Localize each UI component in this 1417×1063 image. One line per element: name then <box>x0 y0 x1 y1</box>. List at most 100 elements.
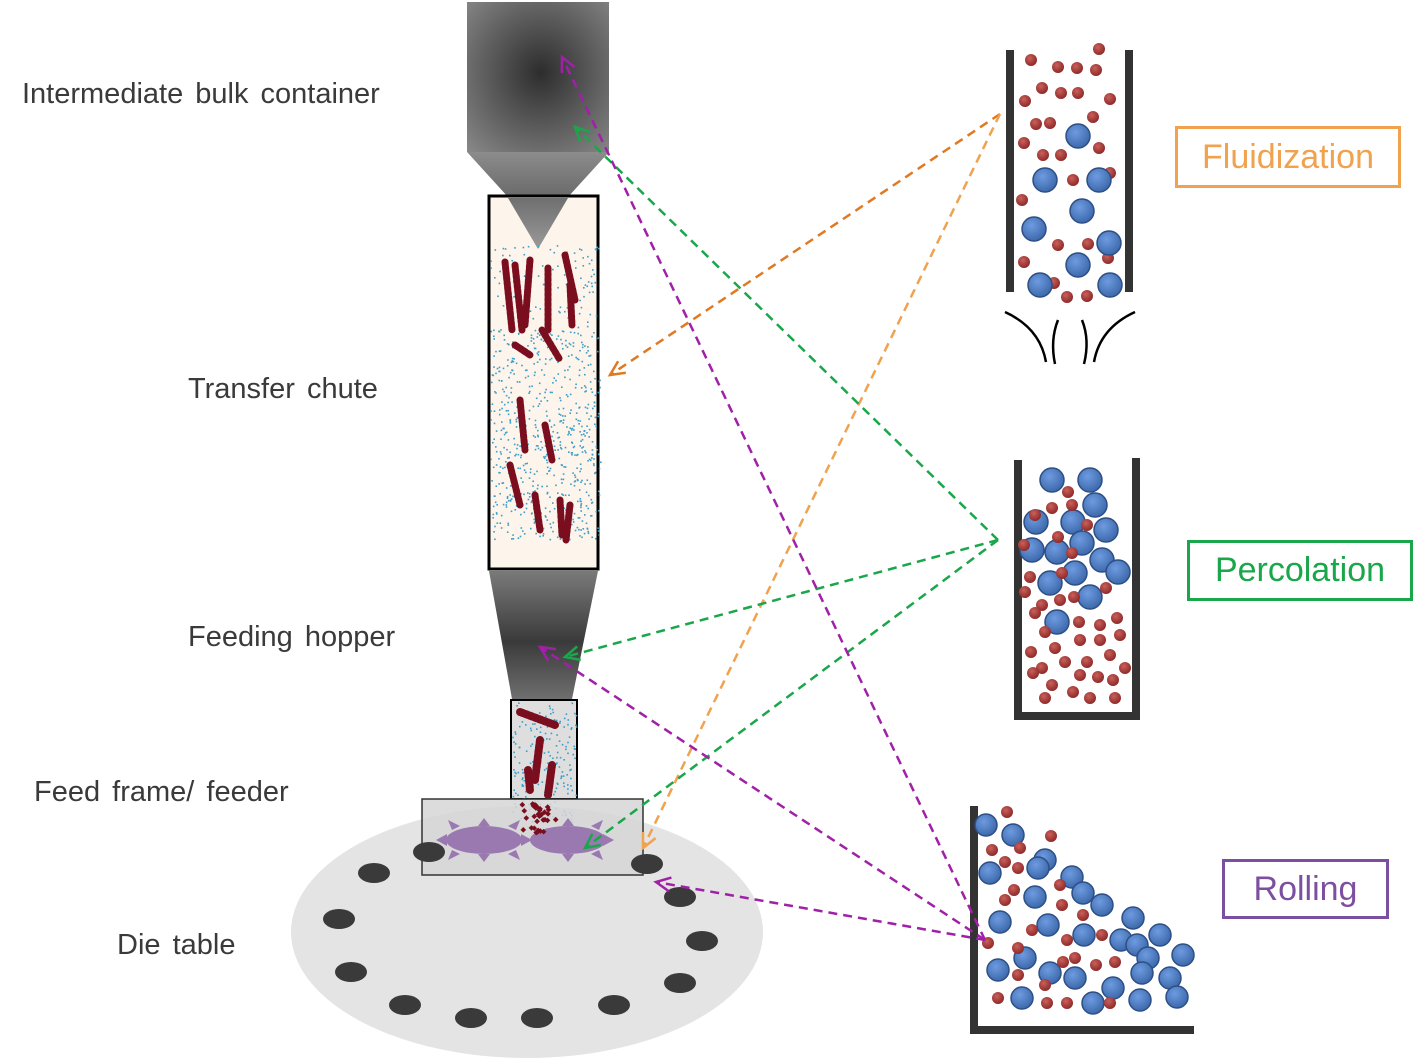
powder-grain <box>514 743 517 745</box>
powder-grain <box>520 527 523 529</box>
powder-grain <box>529 762 532 765</box>
powder-grain <box>536 352 539 355</box>
large-particle <box>1023 885 1047 909</box>
powder-grain <box>579 470 581 473</box>
powder-grain <box>498 350 501 353</box>
powder-grain <box>542 283 545 286</box>
powder-grain <box>553 377 555 379</box>
powder-grain <box>589 313 592 316</box>
powder-grain <box>580 503 583 505</box>
powder-grain <box>525 507 528 510</box>
powder-grain <box>539 449 542 451</box>
powder-grain <box>539 334 541 336</box>
powder-grain <box>518 332 520 335</box>
powder-grain <box>552 816 559 823</box>
powder-grain <box>567 741 569 744</box>
mechanism-percolation-label: Percolation <box>1187 540 1413 601</box>
powder-grain <box>598 467 601 470</box>
powder-grain <box>594 281 596 284</box>
powder-grain <box>582 446 585 448</box>
chute-powder <box>490 245 602 544</box>
large-particle <box>1086 167 1112 193</box>
powder-grain <box>531 499 533 502</box>
powder-grain <box>513 437 515 440</box>
powder-streak <box>538 326 564 364</box>
powder-grain <box>574 476 577 478</box>
powder-grain <box>509 371 512 374</box>
powder-grain <box>550 713 552 715</box>
powder-grain <box>545 410 548 413</box>
powder-grain <box>597 453 600 456</box>
powder-grain <box>491 374 494 376</box>
large-particle <box>978 861 1002 885</box>
small-particle <box>1072 87 1084 99</box>
powder-grain <box>557 373 560 375</box>
small-particle <box>1067 174 1079 186</box>
feed-frame <box>413 798 663 876</box>
powder-grain <box>553 719 556 721</box>
powder-grain <box>512 538 515 540</box>
powder-grain <box>597 391 600 394</box>
powder-grain <box>587 460 589 462</box>
powder-streak <box>511 261 526 334</box>
small-particle <box>1039 979 1051 991</box>
powder-grain <box>518 746 521 749</box>
powder-grain <box>537 405 540 407</box>
powder-grain <box>569 412 571 414</box>
powder-streak <box>516 708 559 729</box>
powder-grain <box>493 531 495 533</box>
powder-grain <box>573 484 576 487</box>
small-particle <box>992 992 1004 1004</box>
powder-grain <box>572 345 575 348</box>
powder-grain <box>552 502 554 504</box>
powder-grain <box>595 537 597 540</box>
powder-grain <box>569 769 571 772</box>
powder-grain <box>502 367 505 370</box>
percolation-container <box>1014 458 1140 720</box>
powder-grain <box>523 493 525 496</box>
powder-grain <box>569 538 571 541</box>
powder-grain <box>558 740 561 742</box>
powder-grain <box>546 485 548 488</box>
powder-grain <box>580 468 582 470</box>
powder-grain <box>499 522 502 524</box>
powder-grain <box>567 355 570 357</box>
powder-grain <box>534 723 536 725</box>
powder-grain <box>574 260 577 262</box>
powder-grain <box>533 518 535 521</box>
mechanism-fluidization-label: Fluidization <box>1175 126 1401 188</box>
powder-grain <box>562 473 565 475</box>
powder-grain <box>562 348 564 350</box>
powder-grain <box>585 451 587 454</box>
powder-grain <box>493 422 496 425</box>
powder-grain <box>499 270 501 273</box>
powder-grain <box>490 267 492 269</box>
transfer-chute <box>487 194 602 571</box>
powder-grain <box>500 514 503 517</box>
paddle-wheel-left <box>436 818 532 862</box>
powder-grain <box>515 453 517 456</box>
powder-grain <box>593 273 595 276</box>
powder-grain <box>588 262 591 265</box>
powder-grain <box>517 771 520 774</box>
powder-grain <box>580 249 583 251</box>
powder-grain <box>500 429 503 432</box>
powder-grain <box>580 510 582 512</box>
powder-grain <box>500 329 502 331</box>
small-particle <box>1052 61 1064 73</box>
powder-grain <box>490 410 492 412</box>
powder-grain <box>594 394 597 397</box>
powder-grain <box>569 343 572 346</box>
small-particle <box>1074 669 1086 681</box>
powder-grain <box>510 387 513 389</box>
powder-grain <box>557 335 560 337</box>
powder-grain <box>538 403 541 405</box>
powder-grain <box>505 431 508 434</box>
powder-grain <box>582 257 584 259</box>
powder-grain <box>565 344 567 347</box>
powder-grain <box>568 494 570 496</box>
powder-grain <box>501 401 503 403</box>
powder-grain <box>559 444 562 446</box>
powder-grain <box>581 520 584 522</box>
powder-grain <box>521 721 524 723</box>
